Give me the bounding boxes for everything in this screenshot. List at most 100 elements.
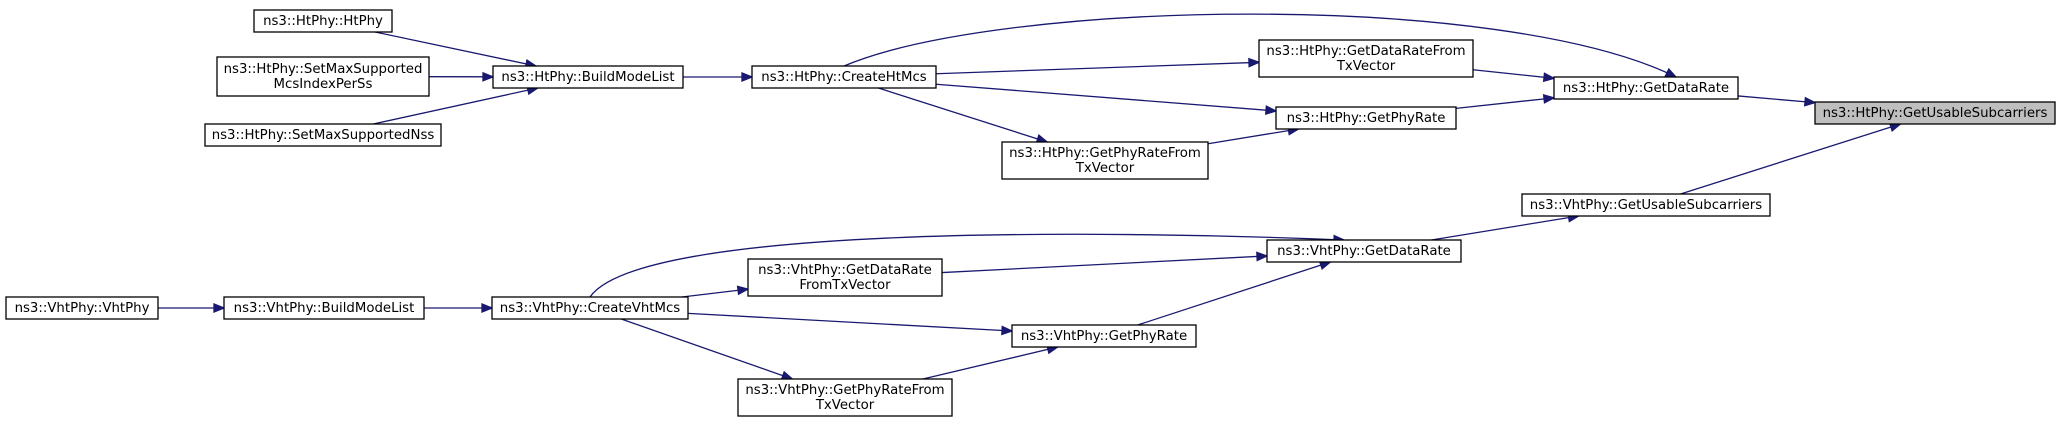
edge-line: [878, 87, 1048, 143]
edge-vht_buildmodelist-to-vht_createvhtmcs: [424, 303, 494, 313]
edge-line: [922, 346, 1058, 380]
edge-line: [1137, 261, 1331, 326]
edge-ht_createhtmcs-to-ht_getphyrate: [935, 83, 1278, 116]
edge-line: [589, 233, 1345, 298]
arrowhead: [1803, 96, 1817, 107]
node-label: ns3::VhtPhy::GetDataRate: [758, 263, 932, 278]
arrowhead: [1664, 67, 1678, 78]
node-label: McsIndexPerSs: [274, 77, 373, 92]
edge-vht_getusable-to-root: [1680, 122, 1903, 195]
edge-line: [1680, 123, 1901, 195]
node-ht-createhtmcs[interactable]: ns3::HtPhy::CreateHtMcs: [751, 65, 937, 89]
node-label: ns3::HtPhy::GetPhyRateFrom: [1009, 146, 1201, 161]
edge-ht_createhtmcs-to-ht_getdataratefromtx: [935, 57, 1261, 75]
node-vht-getusable[interactable]: ns3::VhtPhy::GetUsableSubcarriers: [1521, 193, 1771, 217]
node-ht-getphyrate[interactable]: ns3::HtPhy::GetPhyRate: [1275, 106, 1457, 130]
node-label: ns3::HtPhy::HtPhy: [263, 14, 383, 29]
arrowhead: [1264, 105, 1278, 116]
edge-vht_getphyratefromtx-to-vht_getphyrate: [922, 344, 1060, 380]
node-label: ns3::VhtPhy::BuildModeList: [234, 301, 415, 316]
node-label: ns3::VhtPhy::GetPhyRateFrom: [745, 383, 944, 398]
node-label: ns3::HtPhy::SetMaxSupported: [224, 62, 423, 77]
edge-vht_createvhtmcs-to-vht_getdataratefromtx: [681, 285, 750, 298]
edge-vht_vhtphy-to-vht_buildmodelist: [158, 303, 226, 313]
arrowhead: [1001, 325, 1014, 336]
edge-vht_getdataratefromtx-to-vht_getdatarate: [941, 251, 1269, 274]
node-vht-vhtphy[interactable]: ns3::VhtPhy::VhtPhy: [5, 296, 159, 320]
arrowhead: [1248, 57, 1261, 68]
node-ht-getdatarate[interactable]: ns3::HtPhy::GetDataRate: [1553, 76, 1739, 100]
edge-vht_createvhtmcs-to-vht_getphyratefromtx: [621, 318, 794, 381]
edge-line: [941, 255, 1268, 274]
node-label: TxVector: [1075, 161, 1135, 176]
node-vht-createvhtmcs[interactable]: ns3::VhtPhy::CreateVhtMcs: [491, 296, 689, 320]
node-label: ns3::HtPhy::SetMaxSupportedNss: [212, 128, 435, 143]
node-ht-setmaxnss[interactable]: ns3::HtPhy::SetMaxSupportedNss: [204, 123, 442, 147]
edge-line: [843, 13, 1677, 78]
edge-line: [1737, 95, 1816, 104]
arrowhead: [481, 303, 494, 313]
node-label: ns3::VhtPhy::VhtPhy: [15, 301, 150, 316]
node-label: ns3::VhtPhy::GetDataRate: [1277, 244, 1451, 259]
edge-vht_getdatarate-to-vht_getusable: [1431, 212, 1581, 241]
node-vht-getphyrate[interactable]: ns3::VhtPhy::GetPhyRate: [1011, 324, 1197, 348]
node-box: [1258, 39, 1474, 78]
node-vht-buildmodelist[interactable]: ns3::VhtPhy::BuildModeList: [223, 296, 425, 320]
node-box: [216, 56, 430, 97]
node-label: TxVector: [815, 398, 875, 413]
edge-ht_getdataratefromtx-to-ht_getdatarate: [1472, 69, 1556, 83]
node-label: FromTxVector: [799, 278, 891, 293]
edge-line: [935, 83, 1277, 112]
node-label: TxVector: [1336, 59, 1396, 74]
node-box: [737, 378, 953, 417]
edge-vht_createvhtmcs-to-vht_getphyrate: [687, 312, 1014, 336]
edge-line: [1431, 215, 1579, 241]
node-root[interactable]: ns3::HtPhy::GetUsableSubcarriers: [1814, 101, 2056, 125]
edge-line: [1455, 97, 1555, 110]
edge-vht_getphyrate-to-vht_getdatarate: [1137, 260, 1333, 326]
node-box: [5, 296, 159, 320]
node-label: ns3::HtPhy::BuildModeList: [501, 70, 674, 85]
edge-line: [1472, 69, 1555, 79]
arrowhead: [1256, 251, 1269, 262]
node-box: [492, 65, 684, 89]
edge-line: [935, 61, 1260, 75]
node-label: ns3::HtPhy::GetDataRate: [1563, 81, 1729, 96]
node-ht-htphy[interactable]: ns3::HtPhy::HtPhy: [253, 9, 393, 33]
edge-line: [1207, 128, 1299, 145]
node-box: [1266, 239, 1462, 263]
edge-line: [374, 31, 537, 67]
node-label: ns3::VhtPhy::CreateVhtMcs: [500, 301, 681, 316]
node-box: [1275, 106, 1457, 130]
edge-line: [687, 312, 1013, 332]
edge-ht_createhtmcs-to-ht_getphyratefromtx: [878, 87, 1049, 144]
edge-ht_buildmodelist-to-ht_createhtmcs: [683, 72, 754, 82]
edge-ht_getdatarate-to-root: [1737, 95, 1817, 107]
node-box: [223, 296, 425, 320]
edge-ht_getphyrate-to-ht_getdatarate: [1455, 94, 1556, 110]
node-box: [253, 9, 393, 33]
node-label: ns3::VhtPhy::GetUsableSubcarriers: [1530, 198, 1762, 213]
nodes-layer: ns3::HtPhy::GetUsableSubcarriersns3::HtP…: [5, 9, 2056, 417]
node-label: ns3::HtPhy::GetPhyRate: [1287, 111, 1446, 126]
node-label: ns3::HtPhy::CreateHtMcs: [761, 70, 926, 85]
node-label: ns3::HtPhy::GetDataRateFrom: [1266, 44, 1465, 59]
node-label: ns3::HtPhy::GetUsableSubcarriers: [1823, 106, 2048, 121]
node-box: [1814, 101, 2056, 125]
node-vht-getdatarate[interactable]: ns3::VhtPhy::GetDataRate: [1266, 239, 1462, 263]
node-box: [1001, 141, 1209, 180]
arrowhead: [1542, 72, 1556, 83]
arrowhead: [1542, 94, 1556, 104]
edges-layer: [158, 13, 1903, 381]
arrowhead: [780, 370, 794, 381]
edge-line: [681, 288, 749, 298]
arrowhead: [741, 72, 754, 82]
node-box: [1521, 193, 1771, 217]
node-ht-buildmodelist[interactable]: ns3::HtPhy::BuildModeList: [492, 65, 684, 89]
